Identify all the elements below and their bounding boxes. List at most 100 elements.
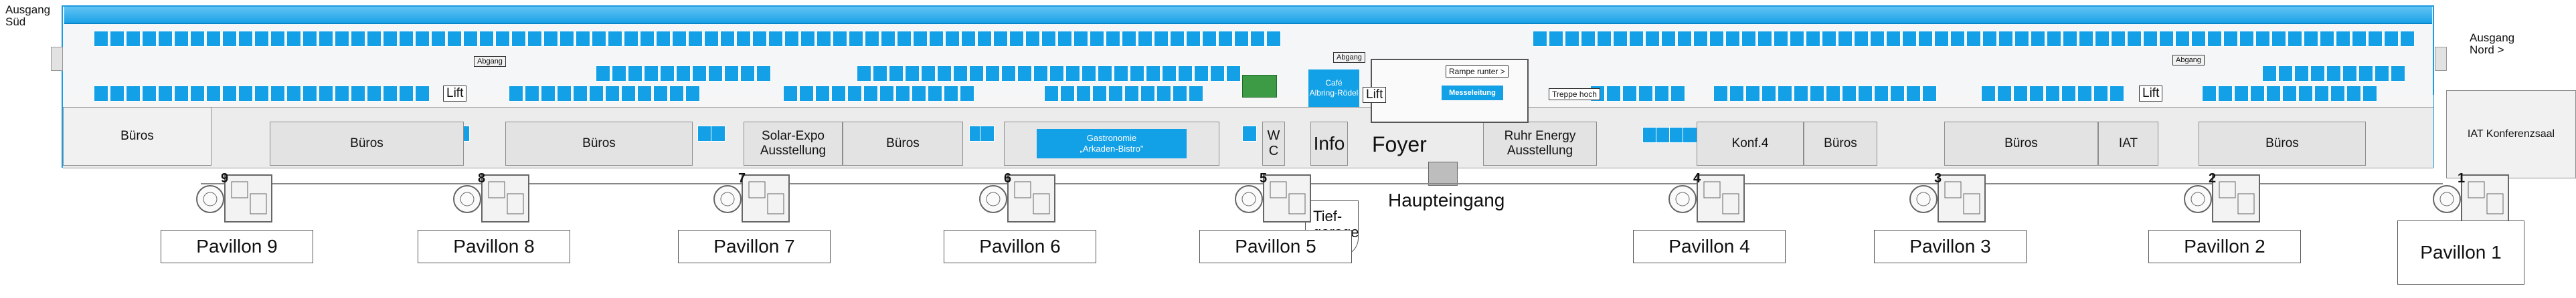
booth[interactable] [2014,31,2029,47]
booth[interactable] [628,65,642,82]
booth[interactable] [110,86,124,102]
booth[interactable] [1950,31,1965,47]
booth[interactable] [2079,31,2093,47]
booth[interactable] [1140,86,1155,102]
booth[interactable] [692,65,707,82]
booth[interactable] [2375,65,2389,82]
booth[interactable] [1745,86,1760,102]
booth[interactable] [415,86,430,102]
room-konf4[interactable]: Konf.4 [1697,122,1804,166]
pavilion-label[interactable]: Pavillon 2 [2148,230,2301,263]
booth[interactable] [335,31,349,47]
booth[interactable] [557,86,572,102]
booth[interactable] [319,31,333,47]
booth[interactable] [1202,31,1217,47]
booth[interactable] [720,31,735,47]
booth[interactable] [1186,31,1201,47]
booth[interactable] [2326,65,2341,82]
booth[interactable] [2346,86,2361,102]
booth[interactable] [2262,65,2277,82]
booth[interactable] [1606,86,1621,102]
pavilion-label[interactable]: Pavillon 8 [418,230,570,263]
booth[interactable] [1156,86,1171,102]
booth[interactable] [110,31,124,47]
booth[interactable] [740,65,755,82]
haupteingang-label[interactable]: Haupteingang [1388,190,1505,210]
booth[interactable] [254,86,269,102]
booth[interactable] [1009,31,1024,47]
booth[interactable] [653,86,668,102]
booth[interactable] [1234,31,1249,47]
booth[interactable] [2336,31,2350,47]
booth[interactable] [319,86,333,102]
booth[interactable] [831,86,846,102]
booth[interactable] [174,31,189,47]
booth[interactable] [847,86,862,102]
sign-abgang-1[interactable]: Abgang [474,56,506,67]
booth[interactable] [447,31,462,47]
booth[interactable] [1683,127,1697,143]
booth[interactable] [527,31,542,47]
booth[interactable] [2013,86,2028,102]
booth[interactable] [873,65,887,82]
room-ruhr-energy[interactable]: Ruhr Energy Ausstellung [1483,122,1597,166]
booth[interactable] [1033,65,1048,82]
booth[interactable] [351,86,365,102]
booth[interactable] [1041,31,1056,47]
booth[interactable] [961,31,976,47]
booth[interactable] [2093,86,2108,102]
booth[interactable] [2111,31,2126,47]
booth[interactable] [913,31,928,47]
booth[interactable] [2063,31,2077,47]
booth[interactable] [541,86,555,102]
booth[interactable] [495,31,510,47]
pavilion-label[interactable]: Pavillon 1 [2397,220,2524,285]
booth[interactable] [1106,31,1120,47]
booth[interactable] [1670,86,1685,102]
pavilion-label[interactable]: Pavillon 7 [678,230,831,263]
booth[interactable] [2077,86,2092,102]
booth[interactable] [905,65,920,82]
booth[interactable] [985,65,1000,82]
booth[interactable] [174,86,189,102]
booth[interactable] [525,86,539,102]
booth[interactable] [672,31,687,47]
booth[interactable] [1162,65,1177,82]
booth[interactable] [1090,31,1104,47]
booth[interactable] [1778,86,1792,102]
booth[interactable] [783,86,798,102]
booth[interactable] [784,31,799,47]
booth[interactable] [1226,65,1241,82]
booth[interactable] [431,31,446,47]
booth[interactable] [1218,31,1233,47]
booth[interactable] [206,31,221,47]
booth[interactable] [897,31,912,47]
booth[interactable] [2250,86,2265,102]
booth[interactable] [399,31,414,47]
booth[interactable] [815,86,830,102]
booth[interactable] [2266,86,2281,102]
booth[interactable] [2045,86,2060,102]
booth[interactable] [1549,31,1563,47]
booth[interactable] [1998,31,2013,47]
booth[interactable] [849,31,863,47]
booth[interactable] [1725,31,1740,47]
booth[interactable] [1982,31,1997,47]
room-iat-konferenzsaal[interactable]: IAT Konferenzsaal [2446,90,2576,178]
booth[interactable] [1597,31,1612,47]
sign-abgang-3[interactable]: Abgang [2172,55,2205,65]
booth[interactable] [286,86,301,102]
booth[interactable] [1210,65,1225,82]
booth[interactable] [2310,65,2325,82]
booth[interactable] [1656,127,1670,143]
booth[interactable] [2282,86,2297,102]
room-cafe[interactable]: Café Albring-Rödel [1308,69,1359,107]
booth[interactable] [1074,31,1088,47]
pavilion-label[interactable]: Pavillon 9 [161,230,313,263]
booth[interactable] [863,86,878,102]
booth[interactable] [1613,31,1628,47]
booth[interactable] [2202,86,2217,102]
booth[interactable] [1138,31,1152,47]
booth[interactable] [1533,31,1547,47]
booth[interactable] [921,65,936,82]
